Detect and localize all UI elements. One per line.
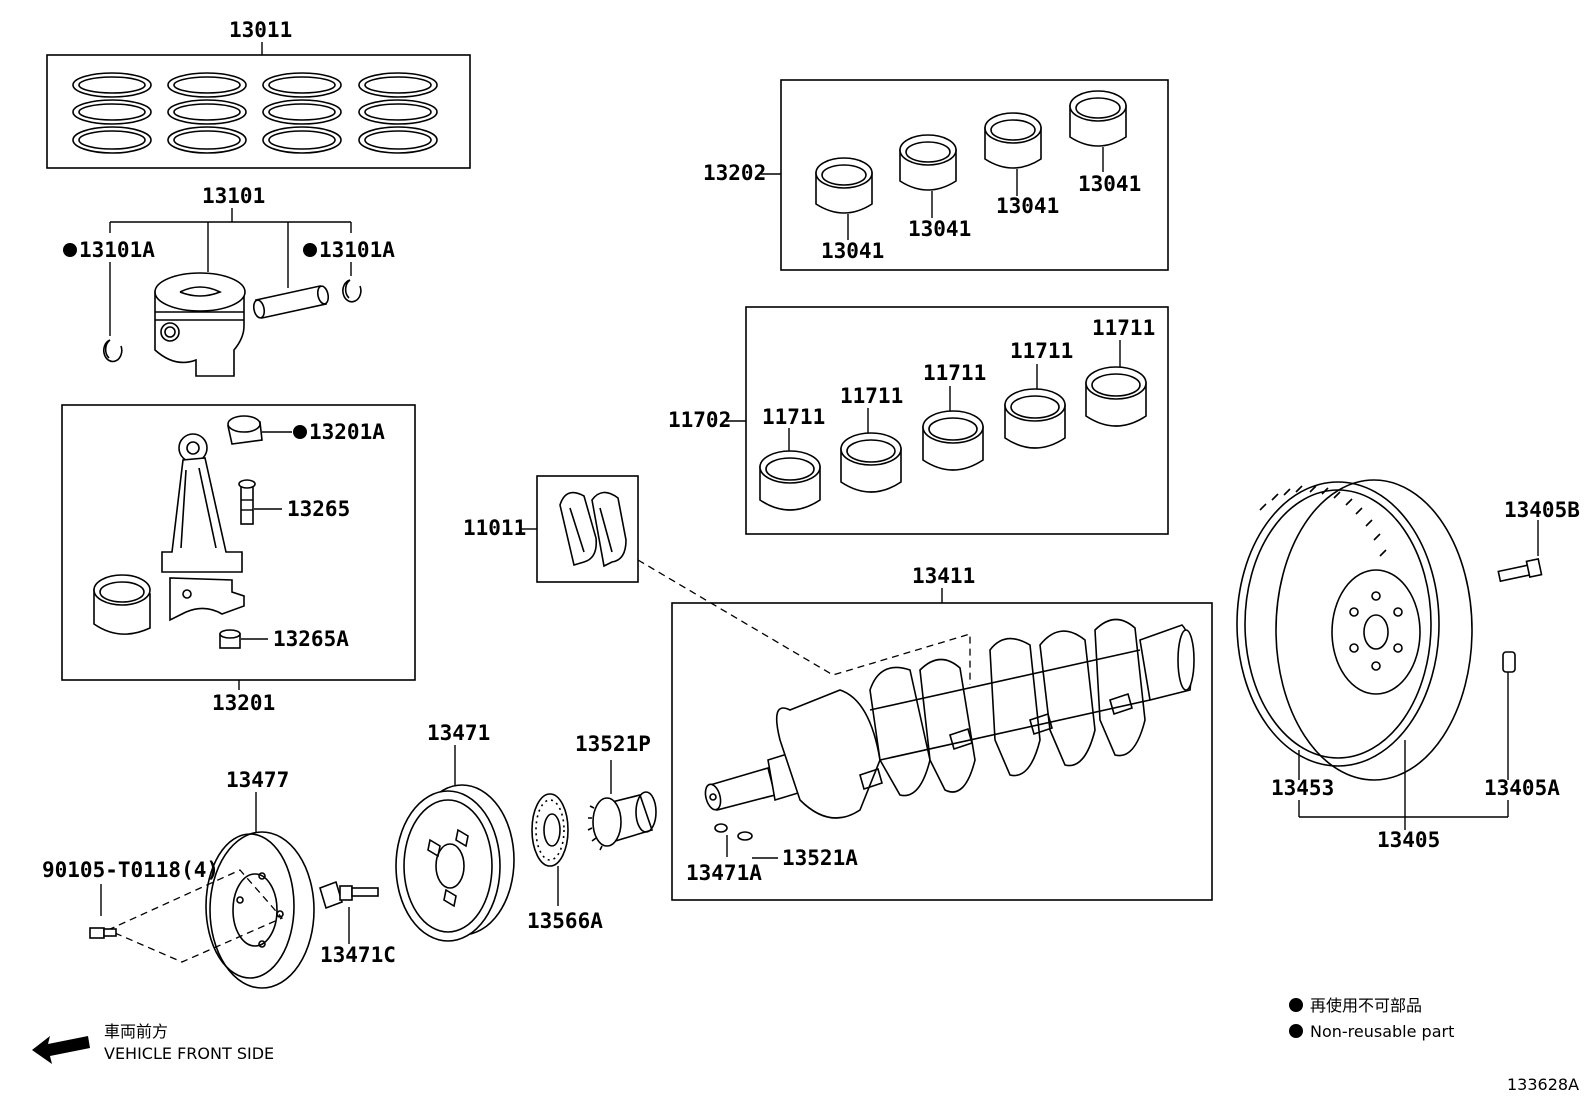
part-label-11011[interactable]: 11011 — [463, 516, 526, 540]
connecting-rod-icon — [161, 433, 245, 622]
bearing-shell-icon — [815, 157, 873, 214]
conrod-bushing-icon — [227, 415, 263, 445]
part-label-13471[interactable]: 13471 — [427, 721, 490, 745]
main-bearing-shell-icon — [840, 432, 902, 493]
part-label-11711-d[interactable]: 11711 — [1010, 339, 1073, 363]
main-bearing-shell-icon — [1085, 366, 1147, 427]
part-label-13041-c[interactable]: 13041 — [996, 194, 1059, 218]
legend-text-jp: 再使用不可部品 — [1310, 996, 1422, 1015]
snap-ring-icon — [342, 279, 362, 303]
piston-rings-icon — [72, 72, 438, 154]
part-label-13041-a[interactable]: 13041 — [821, 239, 884, 263]
piston-icon — [154, 272, 246, 377]
part-label-13521A[interactable]: 13521A — [782, 846, 858, 870]
bearing-shell-icon — [984, 112, 1042, 169]
main-bearing-set-group: 11702 11711 11711 11711 11711 — [668, 306, 1169, 535]
non-reusable-marker-icon — [1289, 1024, 1303, 1038]
part-label-13265[interactable]: 13265 — [287, 497, 350, 521]
part-label-11711-b[interactable]: 11711 — [840, 384, 903, 408]
bearing-shell-icon — [899, 134, 957, 191]
part-label-13201A[interactable]: 13201A — [309, 420, 385, 444]
part-label-13041-b[interactable]: 13041 — [908, 217, 971, 241]
flywheel-group: 13405B 13405A 13453 13405 — [1236, 479, 1580, 852]
key-icon — [714, 823, 728, 833]
flywheel-icon — [1236, 479, 1473, 781]
non-reusable-marker-icon — [63, 243, 77, 257]
part-label-13405B[interactable]: 13405B — [1504, 498, 1580, 522]
connecting-rod-group: 13201 13201A 13265 — [61, 404, 416, 715]
piston-ring-set-box — [46, 54, 471, 169]
part-label-13471A[interactable]: 13471A — [686, 861, 762, 885]
pulley-plate-group: 13477 90105-T0118(4) — [42, 768, 315, 989]
key-icon — [737, 831, 753, 841]
legend-text-en: Non-reusable part — [1310, 1022, 1454, 1041]
direction-text-en: VEHICLE FRONT SIDE — [104, 1044, 274, 1063]
thrust-washer-box — [536, 475, 639, 583]
pulley-bolt-icon — [319, 880, 379, 910]
snap-ring-icon — [102, 339, 123, 363]
conrod-bearing-set-group: 13202 13041 13041 13041 13041 — [703, 79, 1169, 271]
part-label-13521P[interactable]: 13521P — [575, 732, 651, 756]
crankshaft-pulley-group: 13471 13471C — [319, 721, 515, 967]
part-label-13201[interactable]: 13201 — [212, 691, 275, 715]
non-reusable-marker-icon — [1289, 998, 1303, 1012]
part-label-13405[interactable]: 13405 — [1377, 828, 1440, 852]
part-label-13471C[interactable]: 13471C — [320, 943, 396, 967]
timing-sprocket-group: 13566A 13521P — [527, 732, 657, 933]
part-label-13265A[interactable]: 13265A — [273, 627, 349, 651]
part-label-13011[interactable]: 13011 — [229, 18, 292, 42]
direction-text-jp: 車両前方 — [104, 1022, 168, 1041]
pulley-plate-icon — [205, 831, 315, 989]
thrust-washer-icon — [559, 491, 627, 568]
part-label-11711-c[interactable]: 11711 — [923, 361, 986, 385]
bearing-shell-icon — [1069, 90, 1127, 147]
crankshaft-icon — [704, 618, 1195, 819]
conrod-bearing-set-box — [780, 79, 1169, 271]
crank-sprocket-icon — [587, 791, 657, 851]
part-label-13101A-right[interactable]: 13101A — [319, 238, 395, 262]
vehicle-direction: 車両前方 VEHICLE FRONT SIDE — [32, 1022, 274, 1064]
figure-id: 133628A — [1507, 1075, 1579, 1094]
main-bearing-shell-icon — [1004, 388, 1066, 449]
conrod-bolt-icon — [238, 479, 256, 525]
thrust-washer-group: 11011 — [463, 475, 971, 685]
part-label-13453[interactable]: 13453 — [1271, 776, 1334, 800]
part-label-11711-e[interactable]: 11711 — [1092, 316, 1155, 340]
arrow-left-icon — [32, 1036, 90, 1064]
part-label-13101[interactable]: 13101 — [202, 184, 265, 208]
plate-washer-icon — [531, 793, 569, 867]
part-label-13477[interactable]: 13477 — [226, 768, 289, 792]
main-bearing-shell-icon — [922, 410, 984, 471]
part-label-13202[interactable]: 13202 — [703, 161, 766, 185]
part-label-13101A-left[interactable]: 13101A — [79, 238, 155, 262]
non-reusable-marker-icon — [293, 425, 307, 439]
conrod-bearing-icon — [93, 574, 151, 635]
pulley-bolt-icon — [89, 927, 117, 939]
dowel-pin-icon — [1502, 651, 1516, 673]
part-label-90105-T0118[interactable]: 90105-T0118(4) — [42, 858, 219, 882]
conrod-nut-icon — [219, 629, 241, 649]
flywheel-bolt-icon — [1497, 557, 1543, 583]
crankshaft-pulley-icon — [395, 784, 515, 942]
crankshaft-group: 13411 13471A 13521A — [671, 564, 1213, 901]
part-label-13405A[interactable]: 13405A — [1484, 776, 1560, 800]
main-bearing-shell-icon — [759, 450, 821, 511]
part-label-11702[interactable]: 11702 — [668, 408, 731, 432]
crankshaft-box — [671, 602, 1213, 901]
piston-group: 13101 13101A 13101A — [63, 184, 395, 377]
part-label-13041-d[interactable]: 13041 — [1078, 172, 1141, 196]
part-label-13566A[interactable]: 13566A — [527, 909, 603, 933]
part-label-13411[interactable]: 13411 — [912, 564, 975, 588]
piston-pin-icon — [252, 285, 330, 319]
legend: 再使用不可部品 Non-reusable part — [1289, 996, 1454, 1041]
part-label-11711-a[interactable]: 11711 — [762, 405, 825, 429]
non-reusable-marker-icon — [303, 243, 317, 257]
piston-ring-set-group: 13011 — [46, 18, 471, 169]
